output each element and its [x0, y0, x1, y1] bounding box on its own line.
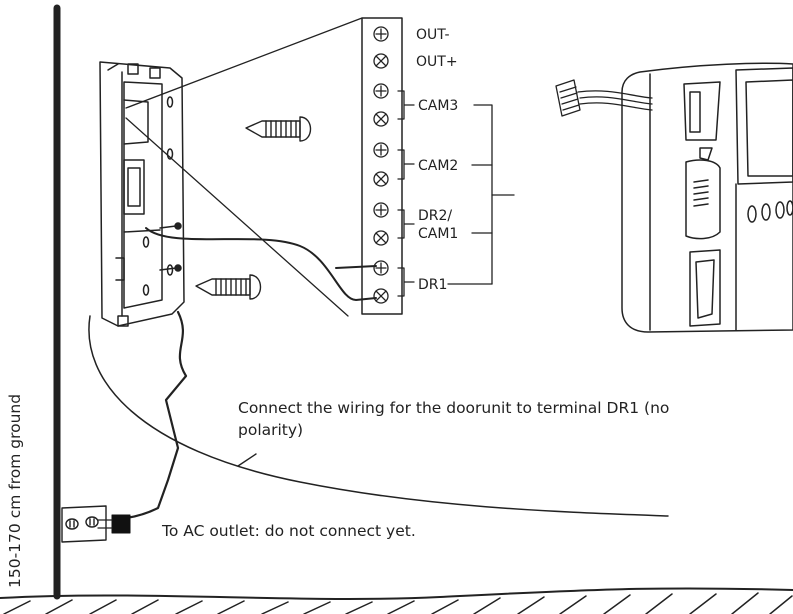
ac-adapter: [111, 514, 131, 534]
screw-upper: [245, 116, 312, 142]
zoom-line-top: [125, 17, 363, 109]
label-dr2: DR2/: [418, 208, 452, 224]
height-label: 150-170 cm from ground: [6, 394, 24, 588]
wall-outlet: [61, 505, 107, 543]
wiring-note-line2: polarity): [238, 421, 303, 439]
doorunit-cable-branch: [335, 265, 377, 269]
monitor-connector: [555, 79, 653, 117]
zoom-line-bottom: [125, 117, 349, 317]
label-cam2: CAM2: [418, 158, 458, 174]
cable-tick: [237, 453, 257, 467]
curved-cable: [88, 315, 669, 517]
bus-wiring: [447, 104, 515, 285]
power-cable: [124, 310, 188, 520]
ac-outlet-note: To AC outlet: do not connect yet.: [161, 522, 416, 540]
label-out-minus: OUT-: [416, 27, 450, 43]
wall-bracket: [99, 61, 185, 327]
monitor-unit: [621, 62, 793, 333]
terminal-screws: [373, 26, 389, 304]
wiring-note-line1: Connect the wiring for the doorunit to t…: [238, 399, 669, 417]
terminal-brackets: [397, 90, 415, 297]
floor: [0, 587, 793, 614]
label-cam3: CAM3: [418, 98, 458, 114]
label-out-plus: OUT+: [416, 54, 458, 70]
label-cam1: CAM1: [418, 226, 458, 242]
label-dr1: DR1: [418, 277, 447, 293]
screw-lower: [195, 274, 262, 300]
doorunit-cable: [145, 227, 377, 301]
